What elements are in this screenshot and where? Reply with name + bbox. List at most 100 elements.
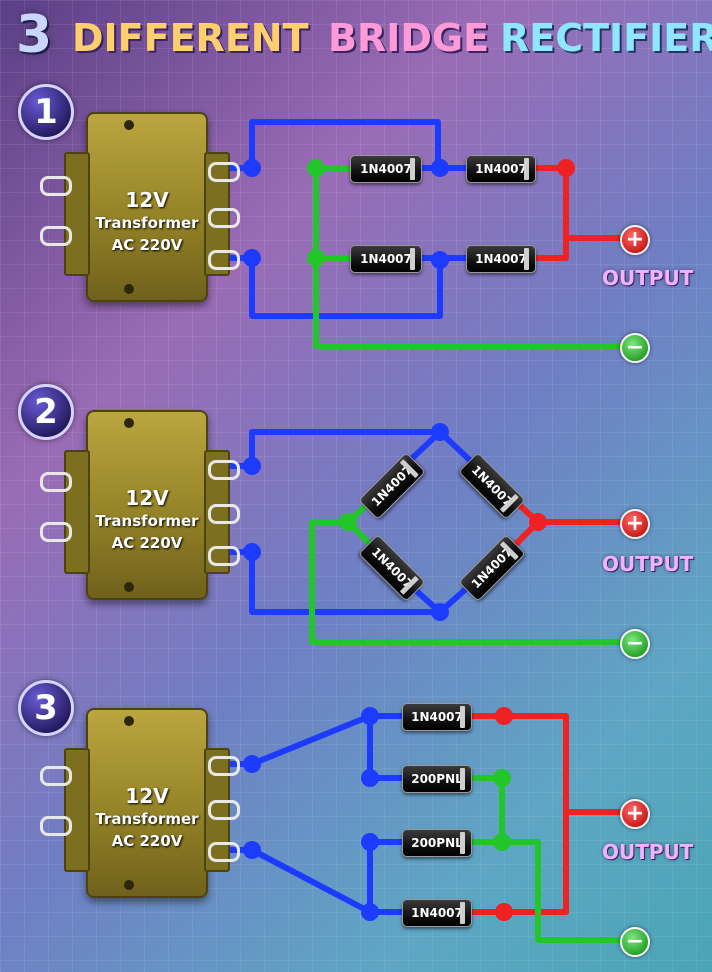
diode-label: 1N4007 [475, 162, 527, 176]
c2-node [431, 603, 449, 621]
secondary-pin [208, 162, 240, 182]
c1-node [431, 251, 449, 269]
primary-pin [40, 766, 72, 786]
transformer-type: Transformer [95, 512, 199, 530]
c2-node [529, 513, 547, 531]
mount-hole [124, 716, 134, 726]
circuit-1-badge: 1 [18, 84, 74, 140]
circuit-2-transformer: 12V Transformer AC 220V [64, 410, 230, 600]
c3-dc-pos-wire [467, 713, 623, 915]
transformer-left-bracket [64, 152, 90, 276]
transformer-left-bracket [64, 450, 90, 574]
cathode-band [460, 832, 465, 854]
c3-node [361, 769, 379, 787]
c2-output-label: OUTPUT [602, 552, 694, 576]
diode-label: 1N4007 [411, 906, 463, 920]
c1-node [243, 249, 261, 267]
c3-diode-4: 1N4007 [402, 899, 472, 927]
c3-diode-3: 200PNL [402, 829, 472, 857]
c1-diode-4: 1N4007 [466, 245, 536, 273]
primary-pin [40, 816, 72, 836]
c1-node [431, 159, 449, 177]
secondary-pin [208, 756, 240, 776]
diode-label: 1N4007 [360, 252, 412, 266]
c2-node [243, 457, 261, 475]
c1-negative-terminal: − [620, 333, 650, 363]
c3-node [493, 769, 511, 787]
secondary-pin [208, 842, 240, 862]
transformer-type: Transformer [95, 214, 199, 232]
c1-dc-pos-wire [531, 165, 623, 261]
cathode-band [524, 158, 529, 180]
primary-pin [40, 176, 72, 196]
secondary-pin [208, 250, 240, 270]
c3-node [493, 833, 511, 851]
c3-diode-2: 200PNL [402, 765, 472, 793]
c3-node [495, 707, 513, 725]
cathode-band [460, 706, 465, 728]
c3-node [361, 833, 379, 851]
c1-diode-1: 1N4007 [350, 155, 422, 183]
mount-hole [124, 284, 134, 294]
title-number: 3 [16, 5, 53, 65]
transformer-input: AC 220V [111, 832, 183, 850]
mount-hole [124, 418, 134, 428]
c1-node [307, 249, 325, 267]
c1-node [307, 159, 325, 177]
c3-dc-neg-wire [467, 775, 623, 943]
c1-mid-wires [417, 165, 469, 261]
page-title: 3 DIFFERENT BRIDGE RECTIFIER [10, 5, 712, 65]
c3-node [243, 755, 261, 773]
diode-label: 200PNL [411, 836, 463, 850]
diode-label: 200PNL [411, 772, 463, 786]
c1-node [243, 159, 261, 177]
transformer-type: Transformer [95, 810, 199, 828]
circuit-2-badge: 2 [18, 384, 74, 440]
c3-node [361, 903, 379, 921]
secondary-pin [208, 800, 240, 820]
cathode-band [460, 902, 465, 924]
circuit-1-transformer: 12V Transformer AC 220V [64, 112, 230, 302]
transformer-voltage: 12V [125, 784, 169, 808]
circuit-1-wires [219, 119, 623, 349]
c2-positive-terminal: + [620, 509, 650, 539]
secondary-pin [208, 208, 240, 228]
c1-positive-terminal: + [620, 225, 650, 255]
c3-diode-1: 1N4007 [402, 703, 472, 731]
cathode-band [410, 248, 415, 270]
title-word-rectifier: RECTIFIER [500, 16, 712, 60]
c2-node [243, 543, 261, 561]
c1-ac-wire-bottom [219, 255, 443, 319]
diode-label: 1N4007 [360, 162, 412, 176]
c3-node [361, 707, 379, 725]
cathode-band [524, 248, 529, 270]
c3-node [495, 903, 513, 921]
mount-hole [124, 582, 134, 592]
c2-node [339, 513, 357, 531]
circuit-2-wires [219, 423, 623, 645]
transformer-input: AC 220V [111, 534, 183, 552]
diode-label: 1N4007 [475, 252, 527, 266]
c2-bridge-blue [401, 429, 479, 615]
c1-node [557, 159, 575, 177]
diode-label: 1N4007 [411, 710, 463, 724]
secondary-pin [208, 460, 240, 480]
cathode-band [410, 158, 415, 180]
c3-positive-terminal: + [620, 799, 650, 829]
title-word-different: DIFFERENT [72, 16, 309, 60]
transformer-voltage: 12V [125, 188, 169, 212]
c1-output-label: OUTPUT [602, 266, 694, 290]
title-word-bridge: BRIDGE [328, 16, 490, 60]
c2-node [431, 423, 449, 441]
c2-negative-terminal: − [620, 629, 650, 659]
circuit-3-transformer: 12V Transformer AC 220V [64, 708, 230, 898]
cathode-band [460, 768, 465, 790]
secondary-pin [208, 546, 240, 566]
secondary-pin [208, 504, 240, 524]
c1-diode-3: 1N4007 [350, 245, 422, 273]
c3-output-label: OUTPUT [602, 840, 694, 864]
mount-hole [124, 120, 134, 130]
c3-node [243, 841, 261, 859]
transformer-voltage: 12V [125, 486, 169, 510]
